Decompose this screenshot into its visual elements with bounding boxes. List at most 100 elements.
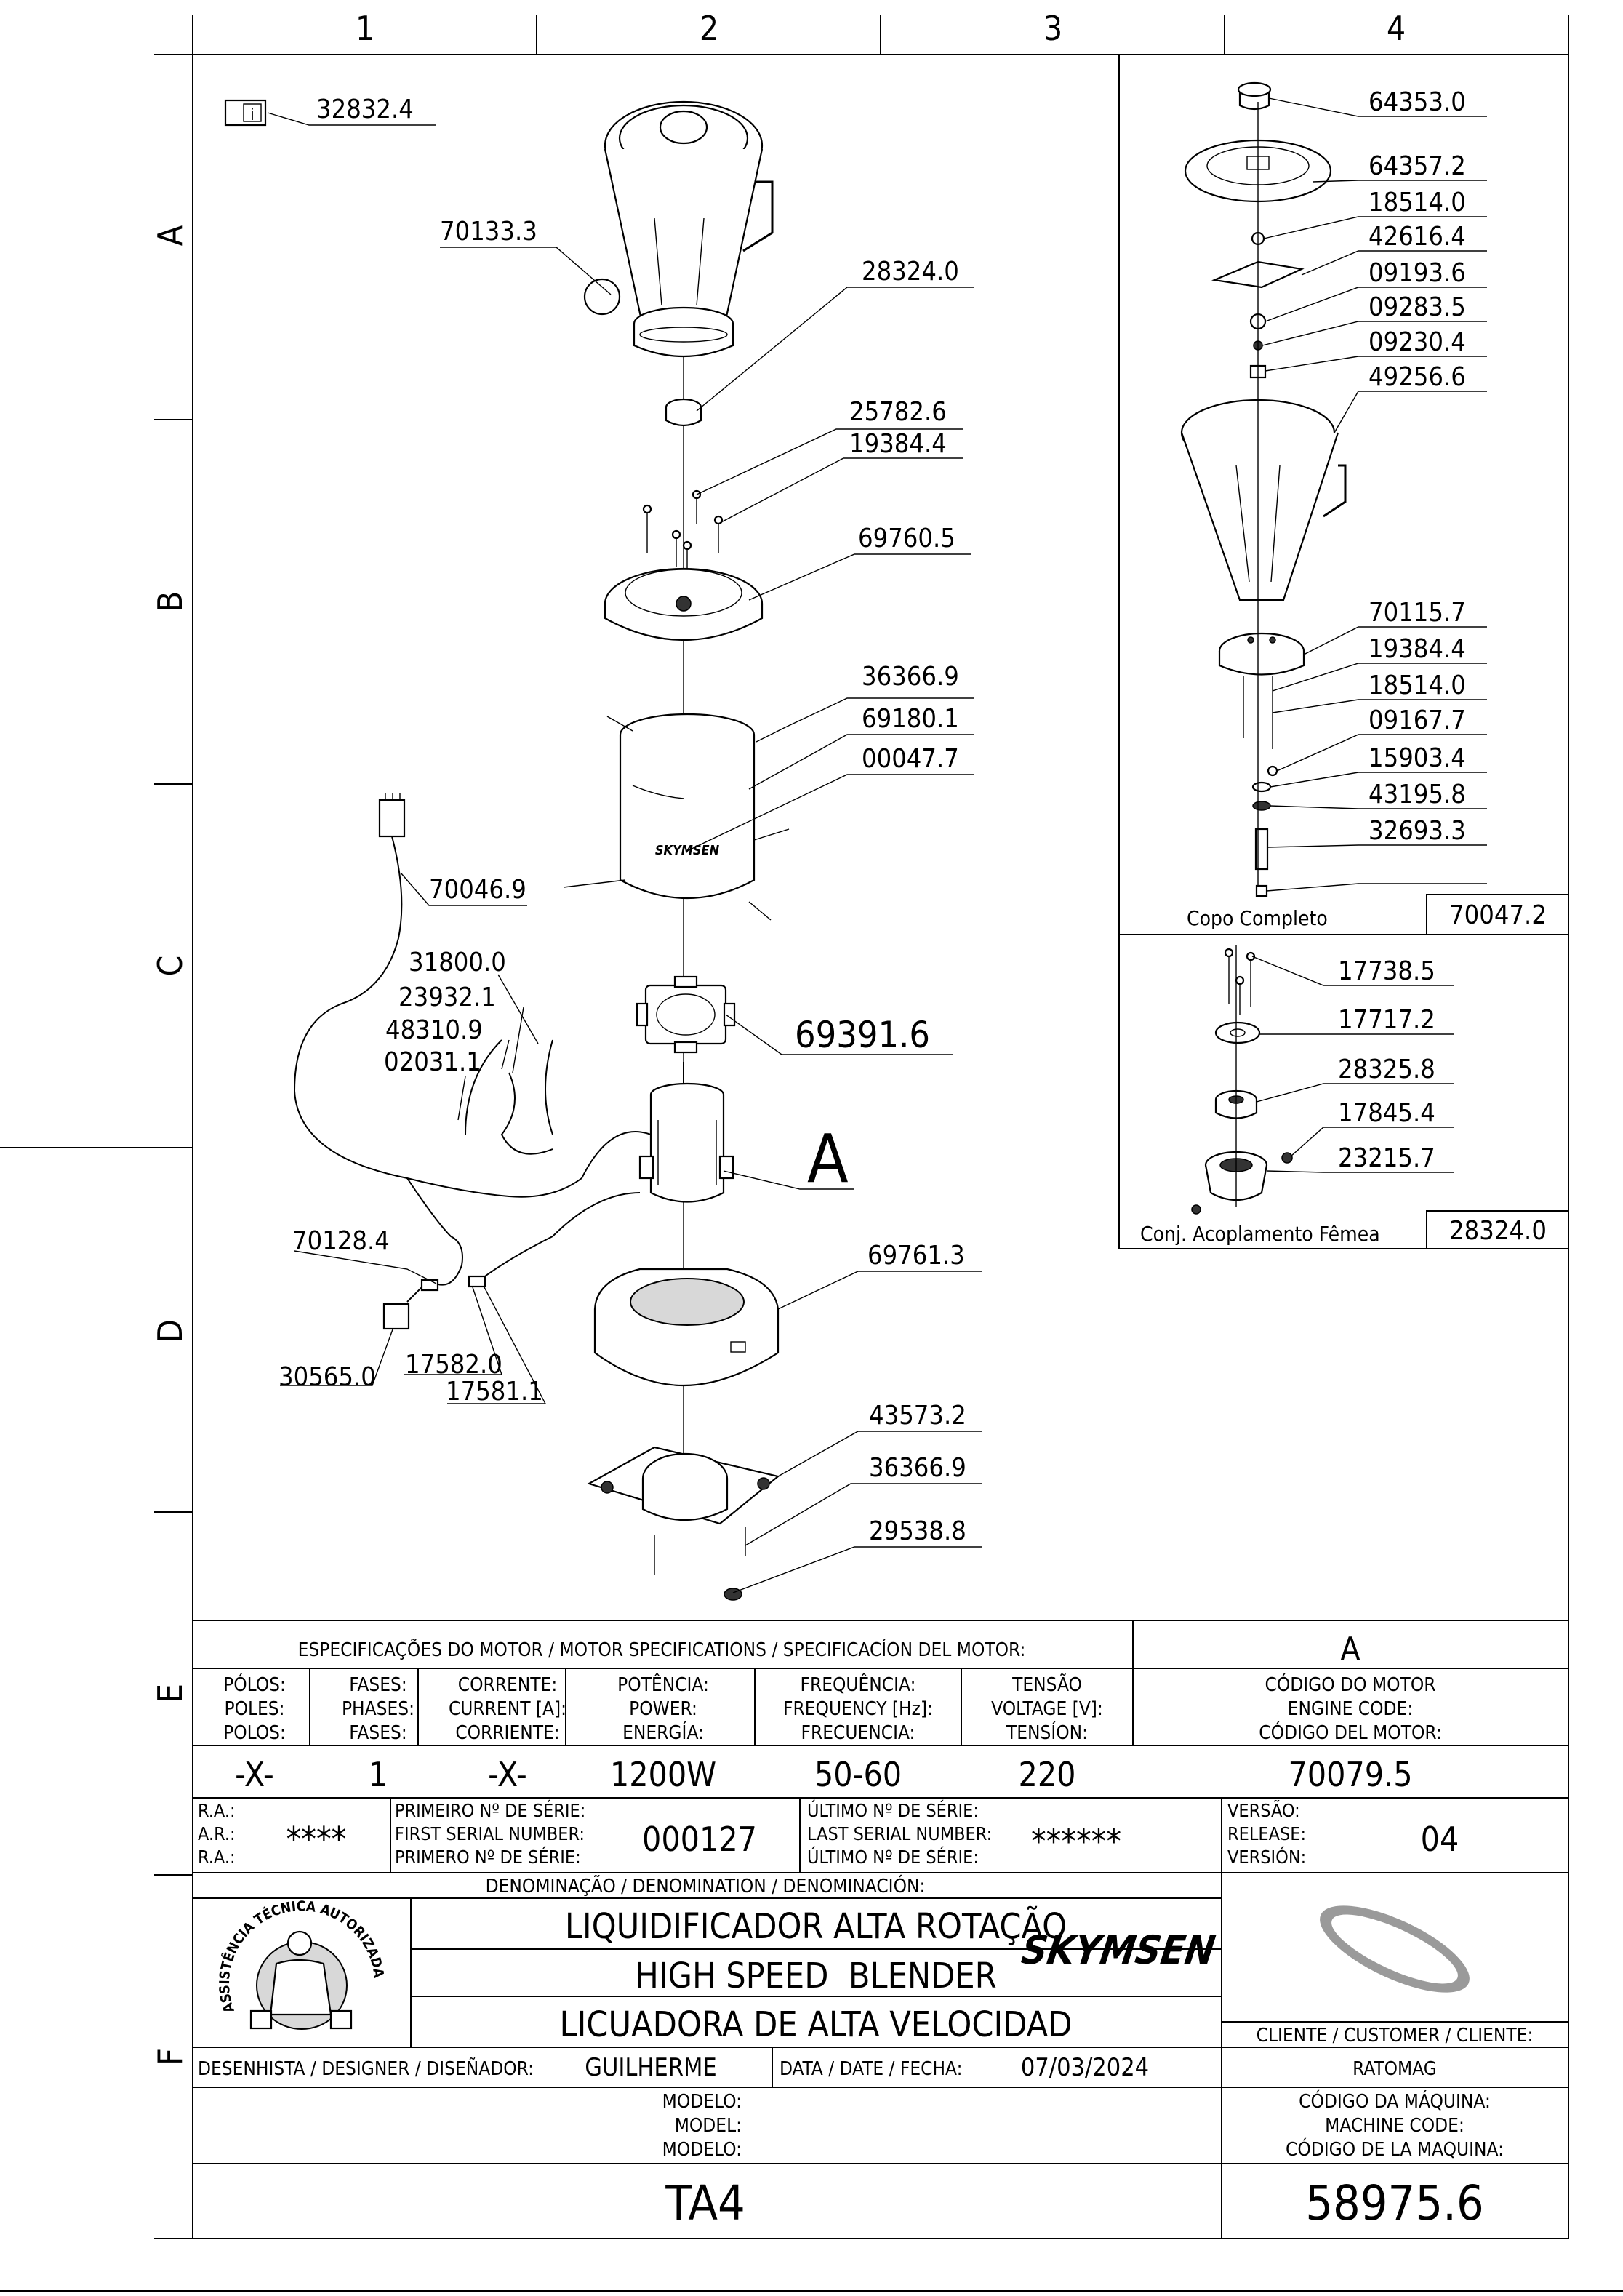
svg-text:i: i bbox=[250, 106, 255, 124]
coupling-assembly-code: 28324.0 bbox=[1449, 1216, 1547, 1246]
cup-callout-leaders bbox=[1262, 97, 1487, 892]
cup-callout-14: 43195.8 bbox=[1368, 780, 1466, 809]
grid-row-D: D bbox=[151, 1319, 190, 1343]
motor-spec-column-poles: PÓLOS: POLES: POLOS: -X- bbox=[223, 1673, 286, 1794]
spec-h2: POLES: bbox=[224, 1698, 284, 1720]
spec-h3: FRECUENCIA: bbox=[801, 1722, 915, 1744]
callout-69760-5: 69760.5 bbox=[858, 524, 955, 553]
first-serial-label: PRIMERO Nº DE SÉRIE: bbox=[395, 1847, 581, 1868]
callout-43573-2: 43573.2 bbox=[869, 1401, 966, 1431]
first-serial-value: 000127 bbox=[642, 1820, 757, 1859]
spec-value: 70079.5 bbox=[1288, 1755, 1412, 1794]
motor-spec-column-voltage: TENSÃO VOLTAGE [V]: TENSÍON: 220 bbox=[991, 1673, 1103, 1794]
grid-col-2: 2 bbox=[700, 9, 718, 48]
sheet-frame bbox=[0, 15, 1623, 2292]
callout-25782-6: 25782.6 bbox=[849, 397, 947, 427]
spec-h2: ENGINE CODE: bbox=[1288, 1698, 1413, 1720]
machine-code-label: MACHINE CODE: bbox=[1325, 2115, 1464, 2137]
spec-h1: FREQUÊNCIA: bbox=[801, 1673, 916, 1696]
spec-value: 1200W bbox=[610, 1755, 716, 1794]
motor-housing-drawing: SKYMSEN bbox=[563, 713, 790, 921]
callout-leaders bbox=[267, 112, 982, 1593]
grid-row-B: B bbox=[151, 591, 190, 612]
coupling-callout-leaders bbox=[1251, 956, 1454, 1173]
ra-label: R.A.: bbox=[198, 1800, 236, 1821]
ra-label: R.A.: bbox=[198, 1847, 236, 1868]
callout-36366-9-upper: 36366.9 bbox=[862, 662, 959, 692]
callout-00047-7: 00047.7 bbox=[862, 744, 959, 774]
first-serial-label: PRIMEIRO Nº DE SÉRIE: bbox=[395, 1800, 585, 1821]
manual-book-icon: i bbox=[224, 99, 267, 127]
designer-section: DESENHISTA / DESIGNER / DISEÑADOR: GUILH… bbox=[198, 2053, 1149, 2082]
ra-label: A.R.: bbox=[198, 1823, 236, 1844]
cup-exploded-drawing bbox=[1180, 81, 1347, 897]
motor-specs-title: ESPECIFICAÇÕES DO MOTOR / MOTOR SPECIFIC… bbox=[298, 1638, 1026, 1661]
callout-69391-6: 69391.6 bbox=[795, 1014, 930, 1056]
customer-label: CLIENTE / CUSTOMER / CLIENTE: bbox=[1257, 2025, 1534, 2047]
spec-value: 50-60 bbox=[814, 1755, 902, 1794]
grid-row-E: E bbox=[151, 1684, 190, 1703]
cup-callout-12: 09167.7 bbox=[1368, 705, 1466, 735]
coupling-assembly-panel: 17738.5 17717.2 28325.8 17845.4 23215.7 … bbox=[1119, 945, 1569, 1249]
spec-h1: CÓDIGO DO MOTOR bbox=[1265, 1673, 1435, 1696]
grid-column-labels: 1 2 3 4 bbox=[356, 9, 1406, 48]
version-label: VERSIÓN: bbox=[1227, 1846, 1306, 1868]
coupling-callout-4: 17845.4 bbox=[1338, 1098, 1435, 1128]
brand-logo-text: SKYMSEN bbox=[1019, 1927, 1218, 1973]
ra-value: **** bbox=[286, 1820, 347, 1859]
spec-h2: CURRENT [A]: bbox=[449, 1698, 566, 1720]
motor-specs-section: ESPECIFICAÇÕES DO MOTOR / MOTOR SPECIFIC… bbox=[223, 1631, 1442, 1794]
version-label: RELEASE: bbox=[1227, 1823, 1306, 1844]
spec-h1: TENSÃO bbox=[1011, 1673, 1082, 1696]
cup-callout-3: 18514.0 bbox=[1368, 188, 1466, 217]
grid-col-4: 4 bbox=[1387, 9, 1406, 48]
motor-spec-column-power: POTÊNCIA: POWER: ENERGÍA: 1200W bbox=[610, 1673, 716, 1794]
cup-callout-9: 70115.7 bbox=[1368, 598, 1466, 628]
last-serial-value: ****** bbox=[1031, 1822, 1121, 1861]
customer-section: CLIENTE / CUSTOMER / CLIENTE: RATOMAG bbox=[1257, 2025, 1534, 2080]
callout-motor-A: A bbox=[807, 1120, 849, 1198]
blender-jar-drawing bbox=[583, 100, 774, 358]
grid-row-A: A bbox=[151, 225, 190, 246]
machine-code-value: 58975.6 bbox=[1305, 2175, 1483, 2231]
cup-callout-8: 49256.6 bbox=[1368, 362, 1466, 392]
spec-h3: ENERGÍA: bbox=[622, 1721, 704, 1744]
coupling-callout-3: 28325.8 bbox=[1338, 1055, 1435, 1084]
callout-17582-0: 17582.0 bbox=[405, 1350, 502, 1380]
coupling-exploded-drawing bbox=[1191, 945, 1293, 1215]
coupling-callout-1: 17738.5 bbox=[1338, 956, 1435, 986]
callout-02031-1: 02031.1 bbox=[384, 1047, 481, 1077]
grid-row-F: F bbox=[151, 2048, 190, 2065]
coupling-callout-5: 23215.7 bbox=[1338, 1143, 1435, 1173]
machine-code-section: CÓDIGO DA MÁQUINA: MACHINE CODE: CÓDIGO … bbox=[1286, 2089, 1504, 2231]
machine-code-label: CÓDIGO DA MÁQUINA: bbox=[1299, 2089, 1491, 2113]
spec-h3: CORRIENTE: bbox=[455, 1722, 559, 1744]
version-value: 04 bbox=[1421, 1820, 1459, 1859]
callout-48310-9: 48310.9 bbox=[385, 1015, 483, 1045]
cup-callout-6: 09283.5 bbox=[1368, 292, 1466, 322]
grid-col-3: 3 bbox=[1043, 9, 1062, 48]
date-value: 07/03/2024 bbox=[1021, 2053, 1149, 2082]
grid-row-labels: A B C D E F bbox=[151, 225, 190, 2065]
callout-32832-4: 32832.4 bbox=[316, 95, 414, 124]
gasket-drawing bbox=[636, 975, 736, 1054]
last-serial-label: ÚLTIMO Nº DE SÉRIE: bbox=[807, 1846, 979, 1868]
callout-19384-4: 19384.4 bbox=[849, 429, 947, 459]
cup-callout-1: 64353.0 bbox=[1368, 87, 1466, 117]
spec-h3: CÓDIGO DEL MOTOR: bbox=[1259, 1721, 1441, 1744]
model-label: MODELO: bbox=[662, 2139, 742, 2161]
cup-callout-labels: 64353.0 64357.2 18514.0 42616.4 09193.6 … bbox=[1368, 87, 1466, 846]
spec-h1: CORRENTE: bbox=[458, 1674, 557, 1696]
callout-30565-0: 30565.0 bbox=[278, 1362, 376, 1392]
cup-callout-11: 18514.0 bbox=[1368, 671, 1466, 700]
model-label: MODEL: bbox=[675, 2115, 742, 2137]
blender-base-drawing bbox=[593, 1268, 780, 1387]
callout-29538-8: 29538.8 bbox=[869, 1516, 966, 1546]
spec-value: 1 bbox=[369, 1755, 388, 1794]
motor-spec-column-engine-code: CÓDIGO DO MOTOR ENGINE CODE: CÓDIGO DEL … bbox=[1259, 1673, 1441, 1794]
cup-callout-2: 64357.2 bbox=[1368, 151, 1466, 181]
callout-69761-3: 69761.3 bbox=[867, 1241, 965, 1271]
cup-assembly-panel: 64353.0 64357.2 18514.0 42616.4 09193.6 … bbox=[1118, 55, 1569, 1249]
date-label: DATA / DATE / FECHA: bbox=[780, 2058, 962, 2080]
